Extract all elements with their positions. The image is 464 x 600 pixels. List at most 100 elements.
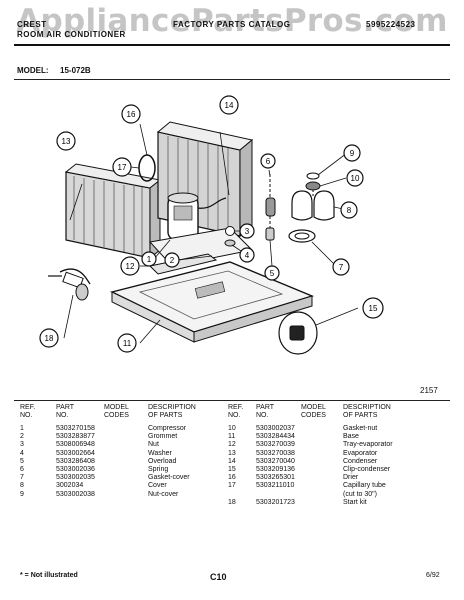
model-codes-cell <box>301 425 343 433</box>
part-number-cell: 5303270040 <box>256 457 295 465</box>
ref-cell: 14 <box>228 457 236 465</box>
part-number-cell: 5303211010 <box>256 482 295 490</box>
description-cell: (cut to 30") <box>343 490 377 498</box>
callout-8: 8 <box>340 201 358 219</box>
model-codes-cell <box>104 433 148 441</box>
model-codes-cell <box>301 482 343 490</box>
table-row: (cut to 30") <box>228 491 433 499</box>
description-cell: Start kit <box>343 498 367 506</box>
callout-6: 6 <box>260 153 276 169</box>
figure-number: 2157 <box>420 386 438 395</box>
part-number-cell: 5303002664 <box>56 449 95 457</box>
part-number-cell: 5303283877 <box>56 433 95 441</box>
description-cell: Capillary tube <box>343 482 386 490</box>
ref-cell: 12 <box>228 441 236 449</box>
callout-16: 16 <box>121 104 141 124</box>
evaporator-coil-drawing <box>64 163 162 260</box>
svg-text:13: 13 <box>62 137 71 146</box>
model-codes-cell <box>104 466 148 474</box>
svg-text:8: 8 <box>347 206 352 215</box>
footnote: * = Not illustrated <box>20 572 78 579</box>
svg-text:1: 1 <box>147 255 152 264</box>
callout-15: 15 <box>362 297 384 319</box>
base-pan-drawing <box>109 261 315 343</box>
svg-text:4: 4 <box>245 251 250 260</box>
model-codes-cell <box>301 433 343 441</box>
description-cell: Compressor <box>148 425 187 432</box>
model-value: 15-072B <box>60 66 91 75</box>
model-codes-cell <box>301 466 343 474</box>
part-number-cell: 5303002038 <box>56 490 95 498</box>
part-number-cell <box>256 491 301 499</box>
svg-text:15: 15 <box>369 304 378 313</box>
callout-leaders <box>63 123 359 344</box>
svg-text:6: 6 <box>266 157 271 166</box>
model-codes-cell <box>301 458 343 466</box>
ref-cell: 18 <box>228 498 236 506</box>
svg-text:10: 10 <box>351 174 360 183</box>
ref-cell: 9 <box>20 490 24 498</box>
part-number-cell: 5303002036 <box>56 466 95 474</box>
model-codes-cell <box>301 499 343 507</box>
svg-text:7: 7 <box>339 263 344 272</box>
ref-cell: 17 <box>228 482 236 490</box>
svg-text:5: 5 <box>270 269 275 278</box>
description-cell: Tray-evaporator <box>343 441 393 449</box>
ref-cell: 15 <box>228 466 236 474</box>
table-row: 15 5303209136 Clip-condenser <box>228 466 433 474</box>
evaporator-tray-drawing <box>148 253 218 275</box>
model-label: MODEL: <box>17 66 49 75</box>
description-cell: Washer <box>148 449 172 457</box>
part-number-cell: 5303002037 <box>256 425 295 432</box>
description-cell: Condenser <box>343 457 378 465</box>
callout-1: 1 <box>141 251 157 267</box>
part-number-cell: 5308006948 <box>56 441 95 449</box>
condenser-clip-drawing <box>278 311 318 355</box>
right-ref-header: REF.NO. <box>228 404 244 419</box>
left-ref-header: REF.NO. <box>20 404 36 419</box>
table-row: 14 5303270040 Condenser <box>228 458 433 466</box>
callout-7: 7 <box>332 258 350 276</box>
table-row: 17 5303211010 Capillary tube <box>228 482 433 490</box>
grommet-hardware-drawing <box>224 174 276 247</box>
callout-5: 5 <box>264 265 280 281</box>
ref-cell: 6 <box>20 466 24 474</box>
callout-2: 2 <box>164 252 180 268</box>
catalog-title: FACTORY PARTS CATALOG <box>173 20 291 29</box>
ref-cell: 5 <box>20 457 24 465</box>
callout-18: 18 <box>39 328 59 348</box>
callout-9: 9 <box>343 144 361 162</box>
page-number: C10 <box>210 572 227 582</box>
ref-cell: 7 <box>20 474 24 482</box>
ref-cell: 13 <box>228 449 236 457</box>
ref-cell: 8 <box>20 482 24 490</box>
part-number-cell: 5303209136 <box>256 466 295 474</box>
svg-text:17: 17 <box>118 163 127 172</box>
part-number-cell: 3002034 <box>56 482 84 490</box>
svg-text:18: 18 <box>45 334 54 343</box>
model-codes-cell <box>301 450 343 458</box>
callout-12: 12 <box>120 256 140 276</box>
model-codes-cell <box>104 450 148 458</box>
description-cell: Clip-condenser <box>343 466 391 474</box>
description-cell: Spring <box>148 466 169 474</box>
model-codes-cell <box>104 425 148 433</box>
overload-cover-drawing <box>288 172 335 243</box>
model-codes-cell <box>104 482 148 490</box>
part-number-cell: 5303270038 <box>256 449 295 457</box>
